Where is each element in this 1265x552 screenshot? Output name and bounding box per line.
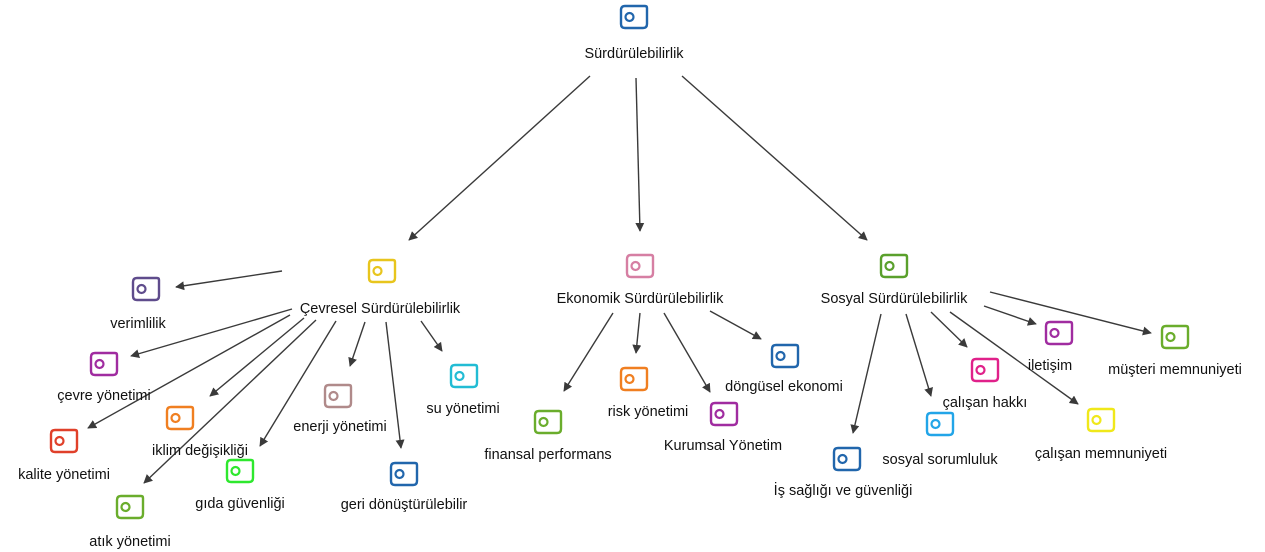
node-label-su: su yönetimi — [426, 401, 499, 417]
edge-cevresel-to-geri — [385, 321, 405, 449]
edge-ekonomik-to-dongusel — [709, 310, 762, 340]
node-kurumsal[interactable]: Kurumsal Yönetim — [664, 401, 782, 454]
node-tag-icon — [879, 253, 909, 279]
node-atik[interactable]: atık yönetimi — [89, 494, 171, 550]
node-label-gida: gıda güvenliği — [195, 496, 285, 512]
node-label-calisan_hakki: çalışan hakkı — [943, 395, 1028, 411]
node-sosyal[interactable]: Sosyal Sürdürülebilirlik — [821, 253, 968, 307]
edge-ekonomik-to-risk — [632, 312, 642, 354]
node-risk[interactable]: risk yönetimi — [608, 366, 689, 420]
node-label-kalite: kalite yönetimi — [18, 467, 110, 483]
node-tag-icon — [131, 276, 161, 302]
node-calisan_hakki[interactable]: çalışan hakkı — [943, 357, 1028, 411]
node-root[interactable]: Sürdürülebilirlik — [584, 4, 684, 62]
node-tag-icon — [1044, 320, 1074, 346]
node-iletisim[interactable]: iletişim — [1028, 320, 1074, 374]
node-musteri[interactable]: müşteri memnuniyeti — [1108, 324, 1242, 378]
node-finansal[interactable]: finansal performans — [484, 409, 612, 463]
node-tag-icon — [619, 4, 649, 30]
edge-cevresel-to-atik — [143, 319, 317, 484]
node-label-enerji: enerji yönetimi — [293, 419, 387, 435]
node-dongusel[interactable]: döngüsel ekonomi — [725, 343, 843, 395]
edge-sosyal-to-calisan_memnuniyeti — [949, 311, 1079, 405]
node-label-cevre: çevre yönetimi — [57, 388, 150, 404]
edge-ekonomik-to-finansal — [563, 312, 614, 392]
node-tag-icon — [115, 494, 145, 520]
node-tag-icon — [389, 461, 419, 487]
edge-sosyal-to-isg — [850, 313, 882, 434]
edge-sosyal-to-sorumluluk — [905, 313, 933, 397]
node-tag-icon — [225, 458, 255, 484]
node-label-geri: geri dönüştürülebilir — [341, 497, 468, 513]
node-enerji[interactable]: enerji yönetimi — [293, 383, 387, 435]
node-label-kurumsal: Kurumsal Yönetim — [664, 438, 782, 454]
node-tag-icon — [770, 343, 800, 369]
node-label-verimlilik: verimlilik — [110, 316, 166, 332]
node-label-sosyal: Sosyal Sürdürülebilirlik — [821, 291, 968, 307]
node-geri[interactable]: geri dönüştürülebilir — [341, 461, 468, 513]
node-tag-icon — [625, 253, 655, 279]
node-tag-icon — [449, 363, 479, 389]
node-label-dongusel: döngüsel ekonomi — [725, 379, 843, 395]
edges-layer — [87, 75, 1152, 484]
node-iklim[interactable]: iklim değişikliği — [152, 405, 248, 459]
node-tag-icon — [1086, 407, 1116, 433]
node-calisan_memnuniyeti[interactable]: çalışan memnuniyeti — [1035, 407, 1167, 462]
node-tag-icon — [832, 446, 862, 472]
node-label-calisan_memnuniyeti: çalışan memnuniyeti — [1035, 446, 1167, 462]
node-tag-icon — [709, 401, 739, 427]
node-tag-icon — [323, 383, 353, 409]
edge-cevresel-to-gida — [259, 320, 337, 447]
edge-cevresel-to-cevre — [130, 308, 293, 359]
edge-cevresel-to-su — [420, 320, 443, 352]
edge-cevresel-to-verimlilik — [175, 270, 283, 291]
node-label-root: Sürdürülebilirlik — [584, 46, 684, 62]
node-label-cevresel: Çevresel Sürdürülebilirlik — [300, 301, 461, 317]
node-label-ekonomik: Ekonomik Sürdürülebilirlik — [557, 291, 725, 307]
node-sorumluluk[interactable]: sosyal sorumluluk — [882, 411, 998, 468]
node-label-musteri: müşteri memnuniyeti — [1108, 362, 1242, 378]
node-cevresel[interactable]: Çevresel Sürdürülebilirlik — [300, 258, 461, 317]
edge-cevresel-to-iklim — [209, 317, 305, 397]
edge-sosyal-to-iletisim — [983, 305, 1037, 326]
edge-root-to-ekonomik — [635, 77, 645, 232]
node-tag-icon — [367, 258, 397, 284]
node-isg[interactable]: İş sağlığı ve güvenliği — [774, 446, 913, 499]
edge-cevresel-to-enerji — [348, 321, 366, 367]
edge-sosyal-to-musteri — [989, 291, 1152, 336]
node-tag-icon — [970, 357, 1000, 383]
node-verimlilik[interactable]: verimlilik — [110, 276, 167, 332]
edge-root-to-sosyal — [681, 75, 868, 241]
edge-ekonomik-to-kurumsal — [663, 312, 711, 393]
node-tag-icon — [925, 411, 955, 437]
node-cevre[interactable]: çevre yönetimi — [57, 351, 151, 404]
node-su[interactable]: su yönetimi — [426, 363, 500, 417]
edge-sosyal-to-calisan_hakki — [930, 311, 968, 348]
node-label-atik: atık yönetimi — [89, 534, 170, 550]
node-label-risk: risk yönetimi — [608, 404, 689, 420]
node-gida[interactable]: gıda güvenliği — [195, 458, 285, 512]
node-tag-icon — [49, 428, 79, 454]
node-label-iletisim: iletişim — [1028, 358, 1072, 374]
node-label-isg: İş sağlığı ve güvenliği — [774, 481, 913, 499]
node-tag-icon — [1160, 324, 1190, 350]
node-tag-icon — [533, 409, 563, 435]
edge-cevresel-to-kalite — [87, 314, 291, 429]
node-label-finansal: finansal performans — [484, 447, 611, 463]
node-kalite[interactable]: kalite yönetimi — [18, 428, 110, 483]
edge-root-to-cevresel — [408, 75, 591, 241]
node-tag-icon — [165, 405, 195, 431]
node-tag-icon — [89, 351, 119, 377]
node-tag-icon — [619, 366, 649, 392]
node-label-sorumluluk: sosyal sorumluluk — [882, 452, 998, 468]
node-ekonomik[interactable]: Ekonomik Sürdürülebilirlik — [557, 253, 725, 307]
node-label-iklim: iklim değişikliği — [152, 443, 248, 459]
